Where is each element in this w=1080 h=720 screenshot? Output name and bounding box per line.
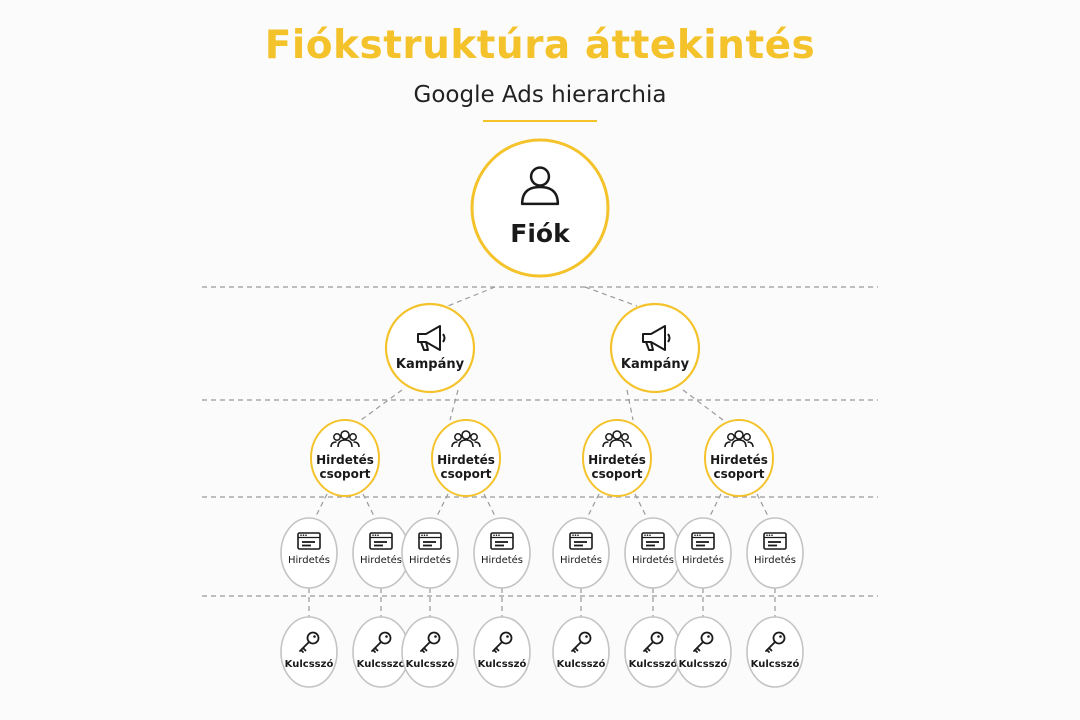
campaign-node-label: Kampány	[621, 357, 690, 372]
ad-node-label: Hirdetés	[288, 554, 330, 566]
keyword-node: Kulcsszó	[280, 616, 338, 688]
ad-node-label: Hirdetés	[360, 554, 402, 566]
account-node-label: Fiók	[510, 219, 571, 248]
ad-group-node-label: Hirdetés	[588, 453, 646, 467]
ad-node-shape	[473, 517, 531, 589]
connector-line	[626, 389, 634, 421]
keyword-node: Kulcsszó	[624, 616, 682, 688]
ad-group-node-label: Hirdetés	[710, 453, 768, 467]
keyword-node-label: Kulcsszó	[478, 658, 527, 670]
ad-node-shape	[624, 517, 682, 589]
connector-line	[314, 493, 328, 519]
ad-group-node-shape	[310, 419, 380, 497]
ad-node-shape	[280, 517, 338, 589]
campaign-node: Kampány	[384, 302, 476, 394]
ad-node-label: Hirdetés	[682, 554, 724, 566]
connector-line	[756, 493, 770, 519]
connector-line	[447, 286, 496, 307]
connector-line	[449, 389, 459, 421]
keyword-node-shape	[624, 616, 682, 688]
campaign-node: Kampány	[609, 302, 701, 394]
ad-group-node-label: Hirdetés	[437, 453, 495, 467]
ad-group-node-label: csoport	[441, 467, 492, 481]
keyword-node-shape	[552, 616, 610, 688]
campaign-node-shape	[384, 302, 476, 394]
ad-group-node-shape	[582, 419, 652, 497]
connector-line	[360, 389, 403, 421]
keyword-node-shape	[473, 616, 531, 688]
ad-node: Hirdetés	[674, 517, 732, 589]
keyword-node: Kulcsszó	[674, 616, 732, 688]
keyword-node-label: Kulcsszó	[406, 658, 455, 670]
keyword-node: Kulcsszó	[473, 616, 531, 688]
keyword-node-shape	[746, 616, 804, 688]
ad-node: Hirdetés	[473, 517, 531, 589]
keyword-node-shape	[280, 616, 338, 688]
ad-node-label: Hirdetés	[632, 554, 674, 566]
ad-group-node-label: csoport	[592, 467, 643, 481]
page-title: Fiókstruktúra áttekintés	[264, 23, 816, 68]
keyword-node-label: Kulcsszó	[679, 658, 728, 670]
keyword-node-shape	[401, 616, 459, 688]
keyword-node: Kulcsszó	[746, 616, 804, 688]
ad-group-node-label: csoport	[714, 467, 765, 481]
ad-group-node-label: Hirdetés	[316, 453, 374, 467]
ad-node-shape	[674, 517, 732, 589]
ad-node: Hirdetés	[552, 517, 610, 589]
keyword-node: Kulcsszó	[352, 616, 410, 688]
connector-line	[483, 493, 497, 519]
campaign-node-label: Kampány	[396, 357, 465, 372]
ad-group-node-label: csoport	[320, 467, 371, 481]
ad-node-label: Hirdetés	[560, 554, 602, 566]
connector-line	[362, 493, 376, 519]
connector-line	[634, 493, 648, 519]
keyword-node-label: Kulcsszó	[285, 658, 334, 670]
ad-group-node-shape	[704, 419, 774, 497]
keyword-node-label: Kulcsszó	[357, 658, 406, 670]
keyword-node-shape	[674, 616, 732, 688]
ad-node-shape	[552, 517, 610, 589]
ad-node-label: Hirdetés	[409, 554, 451, 566]
ad-node-shape	[401, 517, 459, 589]
keyword-node-label: Kulcsszó	[629, 658, 678, 670]
connector-line	[584, 286, 638, 307]
keyword-node-shape	[352, 616, 410, 688]
campaign-node-shape	[609, 302, 701, 394]
keyword-node-label: Kulcsszó	[557, 658, 606, 670]
ad-node-label: Hirdetés	[754, 554, 796, 566]
keyword-node: Kulcsszó	[552, 616, 610, 688]
ad-node: Hirdetés	[352, 517, 410, 589]
keyword-node: Kulcsszó	[401, 616, 459, 688]
ad-node-label: Hirdetés	[481, 554, 523, 566]
ad-node: Hirdetés	[401, 517, 459, 589]
ad-group-node-shape	[431, 419, 501, 497]
ad-node: Hirdetés	[280, 517, 338, 589]
ad-node: Hirdetés	[624, 517, 682, 589]
ad-node-shape	[746, 517, 804, 589]
keyword-node-label: Kulcsszó	[751, 658, 800, 670]
ad-node-shape	[352, 517, 410, 589]
page-subtitle: Google Ads hierarchia	[413, 82, 667, 108]
connector-line	[435, 493, 449, 519]
connector-line	[682, 389, 724, 421]
ad-node: Hirdetés	[746, 517, 804, 589]
account-node-shape	[470, 138, 610, 278]
connector-line	[586, 493, 600, 519]
connector-line	[708, 493, 722, 519]
account-node: Fiók	[470, 138, 610, 278]
title-underline	[483, 120, 597, 122]
